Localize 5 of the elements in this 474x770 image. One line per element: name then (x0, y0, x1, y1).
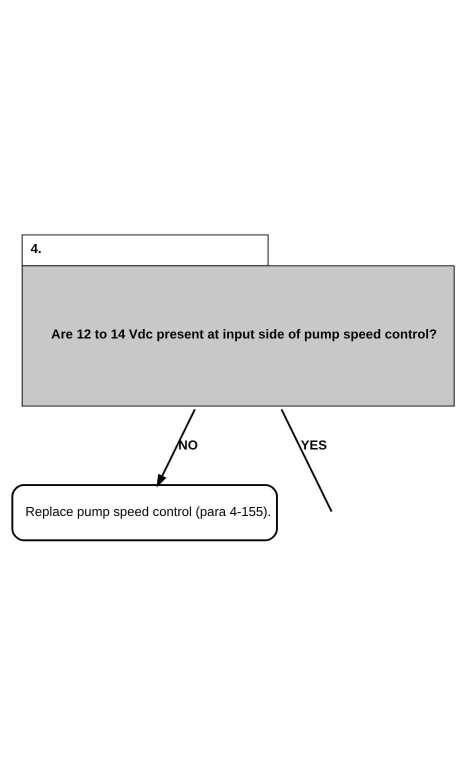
arrow (156, 408, 196, 487)
connector (280, 408, 332, 512)
edge-label: YES (300, 437, 327, 452)
node-box: Replace pump speed control (para 4-155). (11, 484, 278, 541)
edge-label: NO (178, 437, 198, 452)
